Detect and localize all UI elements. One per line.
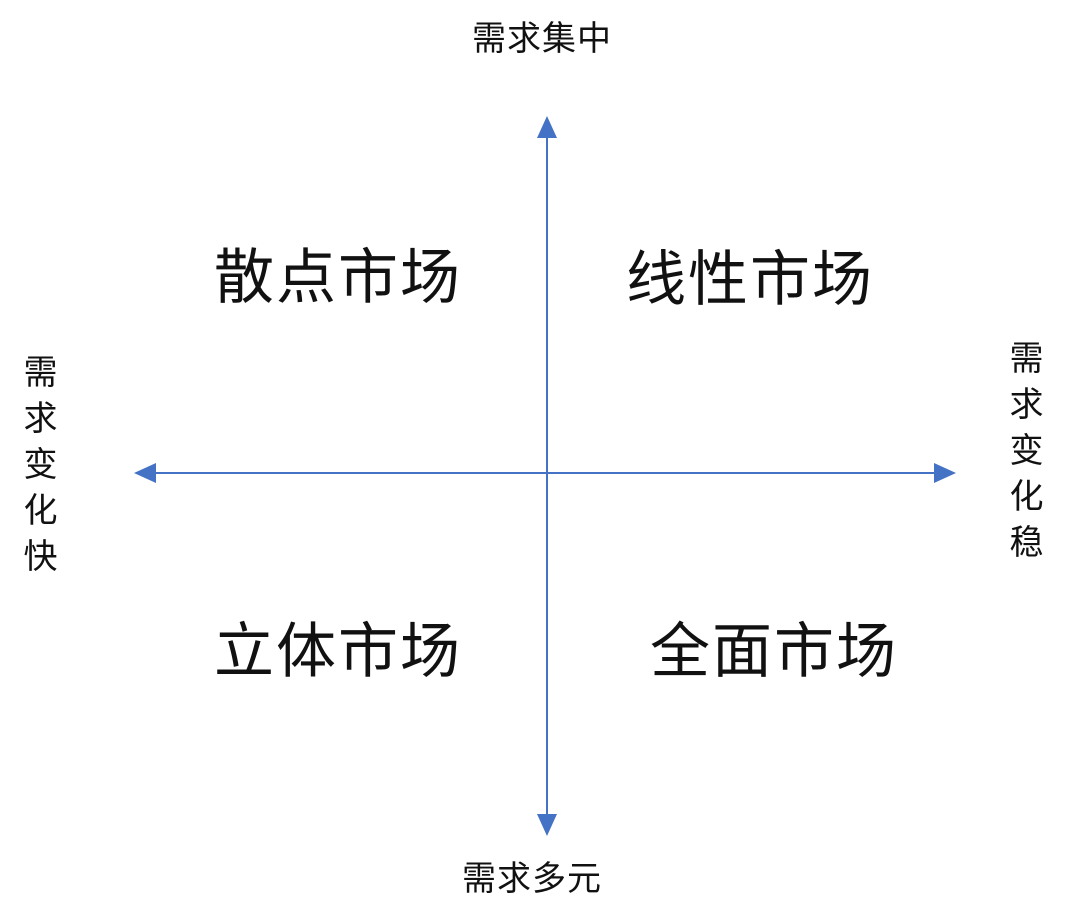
quadrant-label-top-left: 散点市场 bbox=[214, 243, 462, 313]
arrow-left-icon bbox=[134, 463, 156, 483]
axis-label-bottom: 需求多元 bbox=[462, 859, 602, 899]
quadrant-label-bottom-right: 全面市场 bbox=[650, 617, 898, 687]
axis-label-left: 需求变化快 bbox=[17, 354, 57, 584]
arrow-up-icon bbox=[537, 116, 557, 138]
axis-label-top: 需求集中 bbox=[472, 19, 612, 59]
arrow-down-icon bbox=[537, 814, 557, 836]
arrow-right-icon bbox=[934, 463, 956, 483]
axis-label-right: 需求变化稳 bbox=[1003, 340, 1043, 570]
quadrant-label-top-right: 线性市场 bbox=[626, 245, 874, 315]
quadrant-label-bottom-left: 立体市场 bbox=[214, 617, 462, 687]
